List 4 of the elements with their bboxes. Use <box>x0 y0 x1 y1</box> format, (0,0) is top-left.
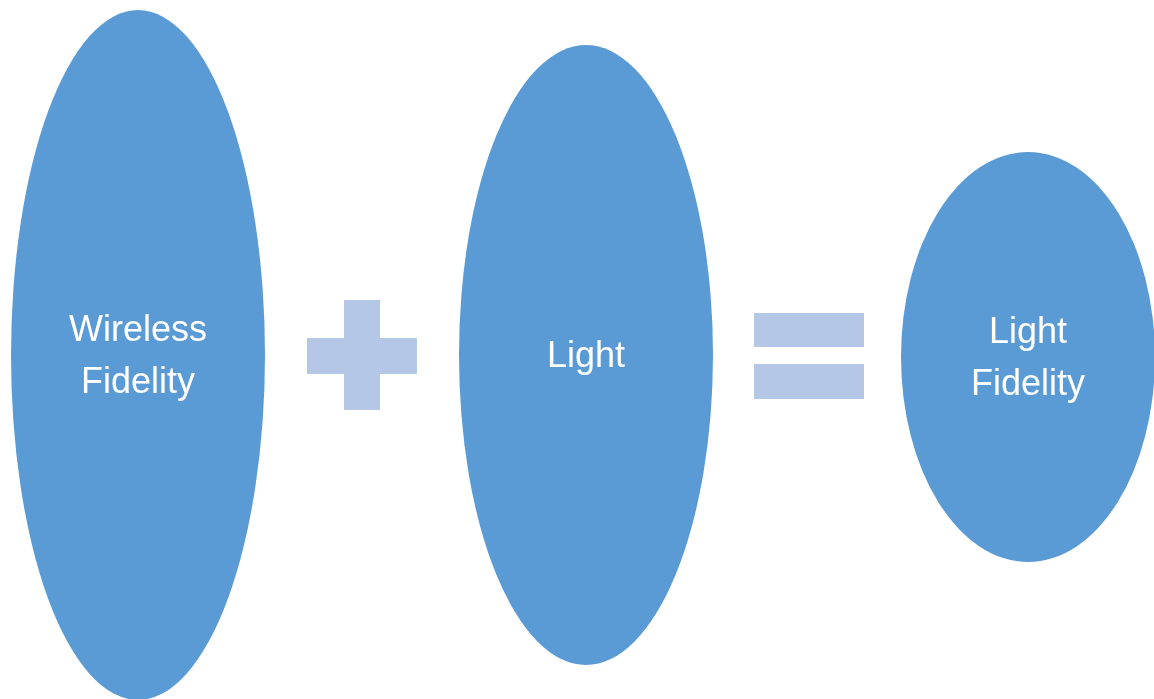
node-label: Light <box>546 332 626 377</box>
node-label: Wireless Fidelity <box>68 306 208 403</box>
node-label: Light Fidelity <box>970 308 1086 405</box>
ellipse-node <box>459 45 713 665</box>
